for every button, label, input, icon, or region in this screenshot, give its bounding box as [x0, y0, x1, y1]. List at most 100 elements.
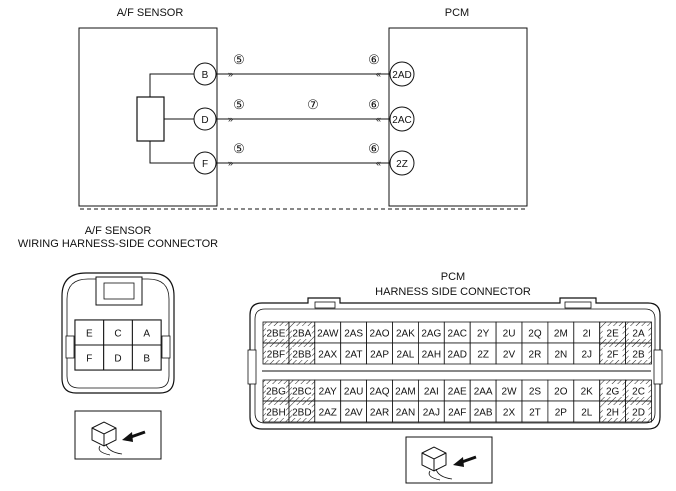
element-lead-top: [149, 73, 195, 97]
pcm-box: [388, 27, 528, 207]
pcm-connector-pin-2am: 2AM: [395, 387, 416, 398]
wire-mark-sensor-1: ⑤: [233, 52, 245, 67]
pcm-connector-pin-2ai: 2AI: [424, 387, 439, 398]
svg-text:»: »: [228, 158, 233, 168]
pcm-connector-pin-2d: 2D: [632, 408, 645, 419]
pcm-connector-cell-label-bg: [602, 347, 623, 360]
pcm-connector-pin-2ay: 2AY: [319, 387, 337, 398]
pcm-connector-cell-label-bg: [266, 384, 286, 397]
pcm-connector-pin-2au: 2AU: [344, 387, 363, 398]
pcm-connector-pin-2s: 2S: [529, 387, 542, 398]
sensor-connector-pin-b: B: [143, 354, 150, 365]
wire-b-2ad: B » « ⑤ ⑥ 2AD: [193, 52, 415, 87]
pcm-pin-2ac: [389, 106, 415, 132]
sensor-connector-cell: [131, 319, 162, 346]
pcm-connector-pin-2az: 2AZ: [319, 408, 337, 419]
sensor-connector-cell: [103, 319, 133, 346]
pcm-connector-pin-2v: 2V: [503, 350, 516, 361]
pcm-connector-cell-label-bg: [602, 326, 623, 339]
pcm-connector-cell-label-bg: [291, 405, 312, 418]
pcm-connector-cell-label-bg: [628, 347, 649, 360]
pcm-connector-pin-2ae: 2AE: [448, 387, 467, 398]
pcm-connector-pin-2as: 2AS: [344, 329, 363, 340]
pcm-connector-pin-2bd: 2BD: [292, 408, 311, 419]
pcm-connector-pin-2ab: 2AB: [474, 408, 493, 419]
pcm-connector-pin-2bc: 2BC: [292, 387, 311, 398]
pcm-connector-pin-2aw: 2AW: [317, 329, 339, 340]
pcm-connector-pin-2ax: 2AX: [318, 350, 337, 361]
svg-text:»: »: [228, 114, 233, 124]
pcm-connector-cell-label-bg: [291, 347, 312, 360]
pcm-connector-view-icon: [405, 436, 493, 484]
element-lead-bottom: [149, 141, 195, 164]
pcm-connector-pin-2ah: 2AH: [422, 350, 441, 361]
pcm-pin-2z-label: 2Z: [396, 159, 408, 170]
pcm-pin-2z: [389, 150, 415, 176]
pcm-connector-pin-2m: 2M: [554, 329, 568, 340]
pcm-connector-pin-2av: 2AV: [345, 408, 363, 419]
pcm-connector-pin-2g: 2G: [606, 387, 620, 398]
pcm-connector-pin-2y: 2Y: [477, 329, 490, 340]
pcm-connector-cell-label-bg: [291, 384, 312, 397]
pcm-connector-pin-2c: 2C: [632, 387, 645, 398]
pcm-connector-pin-2k: 2K: [581, 387, 594, 398]
wire-mark-sensor-2: ⑤: [233, 97, 245, 112]
pcm-connector-pin-2bh: 2BH: [266, 408, 285, 419]
pcm-connector-cell-label-bg: [266, 326, 286, 339]
pcm-pin-2ac-label: 2AC: [392, 115, 411, 126]
pcm-connector-title-1: PCM: [441, 271, 465, 283]
pcm-connector-pin-2bg: 2BG: [266, 387, 286, 398]
pcm-pin-2ad-label: 2AD: [392, 70, 411, 81]
pcm-connector-pin-2ak: 2AK: [396, 329, 415, 340]
pcm-connector-pin-2ao: 2AO: [370, 329, 390, 340]
pcm-connector-pin-2ag: 2AG: [421, 329, 441, 340]
pcm-connector-pin-2ac: 2AC: [448, 329, 467, 340]
pcm-connector-pin-2af: 2AF: [448, 408, 466, 419]
svg-text:»: »: [228, 69, 233, 79]
pcm-connector-pin-2be: 2BE: [266, 329, 285, 340]
sensor-connector-title-1: A/F SENSOR: [85, 225, 152, 237]
sensor-connector-pin-c: C: [114, 329, 121, 340]
pcm-connector-cell-label-bg: [602, 405, 623, 418]
svg-text:«: «: [376, 69, 381, 79]
pcm-connector-pin-2j: 2J: [581, 350, 592, 361]
pcm-connector-pin-2i: 2I: [583, 329, 591, 340]
sensor-connector-pin-f: F: [86, 354, 92, 365]
pcm-connector-pin-2e: 2E: [607, 329, 620, 340]
pcm-connector-cell-label-bg: [266, 347, 286, 360]
wire-mark-pcm-3: ⑥: [368, 141, 380, 156]
pcm-connector-pin-2o: 2O: [554, 387, 568, 398]
sensor-pin-f-label: F: [202, 159, 208, 170]
sensor-connector-pin-e: E: [86, 329, 93, 340]
pcm-connector-drawing: [247, 297, 663, 430]
pcm-connector-title-2: HARNESS SIDE CONNECTOR: [375, 286, 531, 298]
pcm-connector-cell-label-bg: [628, 405, 649, 418]
sensor-connector-title-2: WIRING HARNESS-SIDE CONNECTOR: [18, 238, 218, 250]
pcm-connector-pin-2h: 2H: [606, 408, 619, 419]
wire-mark-pcm-1: ⑥: [368, 52, 380, 67]
pcm-connector-cell-label-bg: [628, 384, 649, 397]
pcm-connector-pin-2q: 2Q: [528, 329, 542, 340]
pcm-connector-pin-2a: 2A: [632, 329, 645, 340]
pcm-title: PCM: [445, 7, 469, 19]
pcm-connector-cell-label-bg: [291, 326, 312, 339]
pcm-connector-pin-2l: 2L: [581, 408, 593, 419]
pcm-connector-pin-2an: 2AN: [396, 408, 415, 419]
wire-f-2z: F » « ⑤ ⑥ 2Z: [193, 141, 415, 176]
sensor-connector-pin-a: A: [143, 329, 150, 340]
pcm-pin-2ad: [389, 61, 415, 87]
pcm-connector-pin-2ar: 2AR: [370, 408, 389, 419]
sensor-pin-b-label: B: [202, 70, 209, 81]
svg-text:«: «: [376, 158, 381, 168]
sensor-connector-cell: [103, 344, 133, 371]
pcm-connector-cell-label-bg: [266, 405, 286, 418]
pcm-connector-pin-2aj: 2AJ: [423, 408, 440, 419]
pcm-connector-pin-2ad: 2AD: [448, 350, 467, 361]
svg-text:«: «: [376, 114, 381, 124]
sensor-connector-pin-d: D: [114, 354, 121, 365]
pcm-connector-pin-2p: 2P: [555, 408, 568, 419]
pcm-connector-pin-2ap: 2AP: [370, 350, 389, 361]
pcm-connector-cell-label-bg: [602, 384, 623, 397]
